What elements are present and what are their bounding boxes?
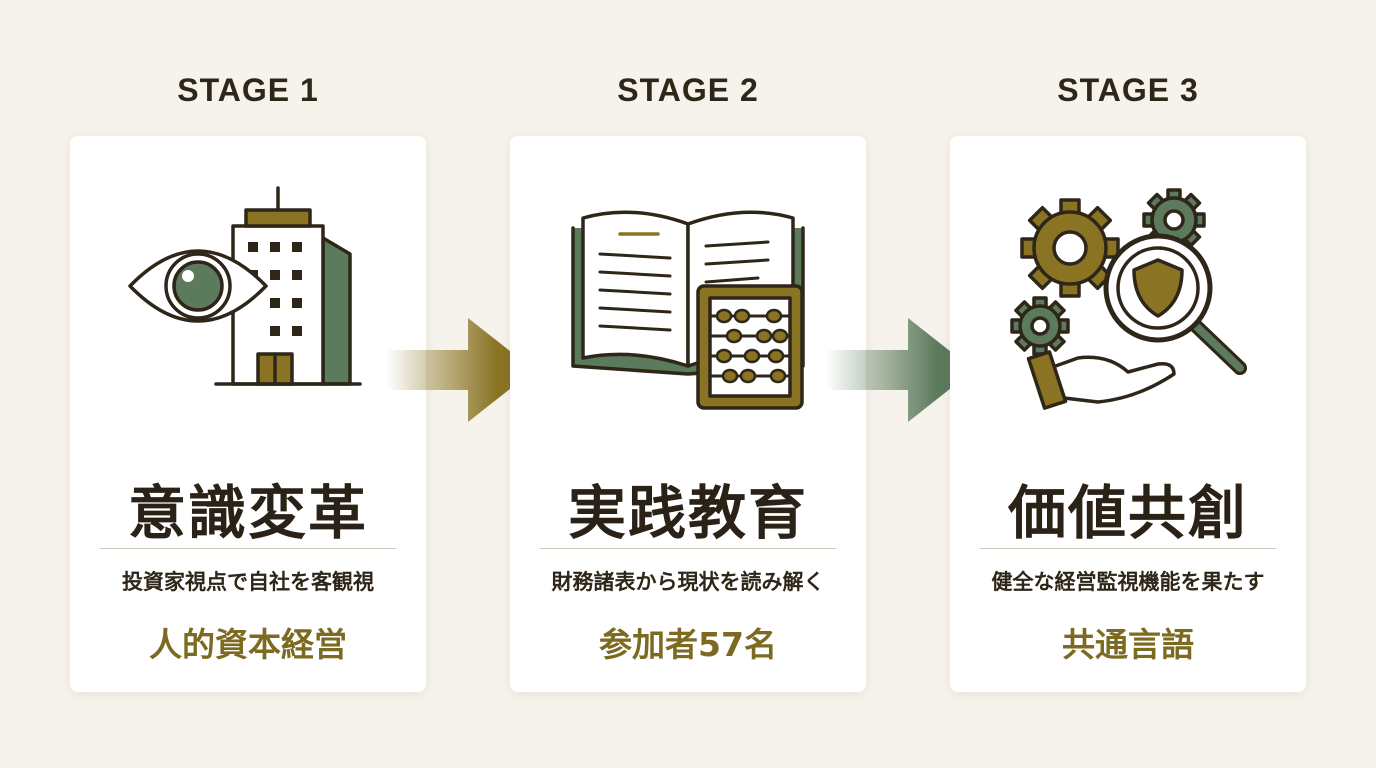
arrow-right-icon <box>826 318 976 422</box>
stage-2-divider <box>540 548 836 549</box>
stage-2-card: 実践教育 財務諸表から現状を読み解く 参加者57名 <box>510 136 866 692</box>
gears-shield-magnifier-icon <box>978 176 1278 426</box>
stage-1-highlight: 人的資本経営 <box>149 625 347 664</box>
stage-3-label: STAGE 3 <box>1057 72 1199 108</box>
stage-1-label: STAGE 1 <box>177 72 319 108</box>
stage-1-subtitle: 投資家視点で自社を客観視 <box>122 570 374 594</box>
stage-1-title: 意識変革 <box>127 479 368 547</box>
book-abacus-icon <box>538 176 838 426</box>
stage-2-highlight: 参加者57名 <box>599 625 777 664</box>
arrow-right-icon <box>386 318 536 422</box>
stage-1-card: 意識変革 投資家視点で自社を客観視 人的資本経営 <box>70 136 426 692</box>
stage-1-divider <box>100 548 396 549</box>
stage-3-title: 価値共創 <box>1007 479 1248 547</box>
stage-2-title: 実践教育 <box>567 479 808 547</box>
stage-2-label: STAGE 2 <box>617 72 759 108</box>
stage-3-divider <box>980 548 1276 549</box>
stage-3-subtitle: 健全な経営監視機能を果たす <box>991 570 1265 594</box>
stage-2-subtitle: 財務諸表から現状を読み解く <box>551 570 825 594</box>
eye-building-icon <box>98 176 398 426</box>
stage-3-highlight: 共通言語 <box>1062 625 1194 664</box>
stage-3-card: 価値共創 健全な経営監視機能を果たす 共通言語 <box>950 136 1306 692</box>
